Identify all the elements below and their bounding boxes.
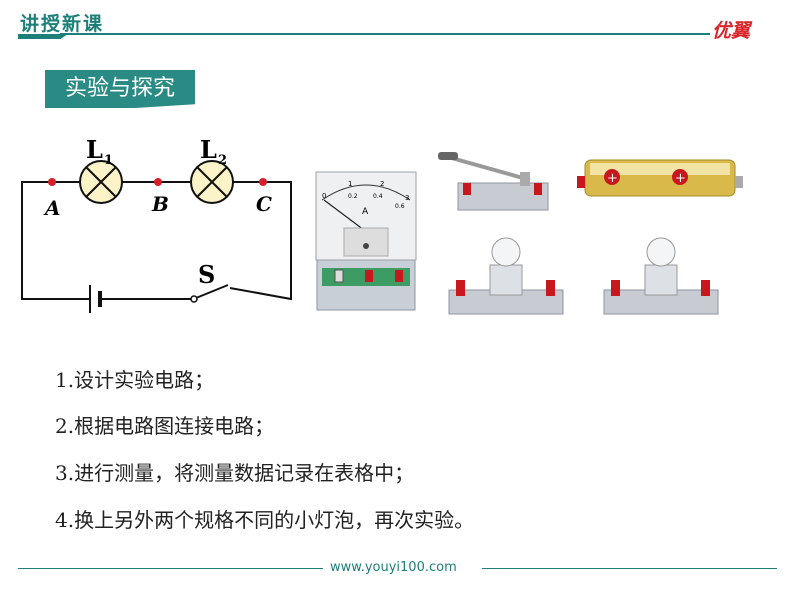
- knife-switch-icon: [438, 152, 549, 211]
- brand-logo: 优翼: [712, 20, 751, 42]
- svg-text:0.6: 0.6: [395, 203, 405, 210]
- svg-text:1: 1: [348, 180, 352, 188]
- svg-text:+: +: [607, 171, 618, 186]
- header-title: 讲授新课: [20, 13, 105, 35]
- svg-text:0.2: 0.2: [348, 193, 358, 200]
- bulb-l2-icon: [190, 160, 234, 204]
- footer-divider-right: [482, 568, 777, 569]
- switch-icon: [195, 284, 229, 299]
- svg-text:0: 0: [322, 192, 326, 200]
- svg-text:3: 3: [405, 194, 409, 202]
- label-a: A: [43, 196, 61, 220]
- step-4: 4.换上另外两个规格不同的小灯泡，再次实验。: [55, 508, 475, 532]
- svg-text:+: +: [675, 171, 686, 186]
- label-l2-sub: 2: [218, 153, 227, 168]
- svg-text:A: A: [362, 207, 369, 217]
- step-1: 1.设计实验电路；: [55, 368, 215, 392]
- bulb-l1-icon: [79, 160, 123, 204]
- svg-text:0.4: 0.4: [373, 193, 383, 200]
- footer-url[interactable]: www.youyi100.com: [330, 560, 457, 575]
- header-bar: [18, 34, 68, 39]
- step-2: 2.根据电路图连接电路；: [55, 414, 275, 438]
- node-b: [154, 178, 162, 186]
- svg-text:2: 2: [380, 180, 384, 188]
- label-l1-sub: 1: [104, 153, 113, 168]
- battery-holder-icon: + +: [577, 159, 743, 197]
- label-b: B: [151, 192, 169, 216]
- ammeter-icon: 0 1 2 3 0.2 0.4 0.6 A: [315, 171, 417, 311]
- step-3: 3.进行测量，将测量数据记录在表格中；: [55, 461, 415, 485]
- header-divider: [60, 33, 710, 35]
- label-l2: L: [200, 135, 217, 164]
- label-s: S: [198, 260, 215, 289]
- node-a: [48, 178, 56, 186]
- footer-divider-left: [18, 568, 323, 569]
- bulb-holder-icon: [448, 237, 564, 315]
- node-c: [259, 178, 267, 186]
- bulb-holder-icon: [603, 237, 719, 315]
- label-l1: L: [86, 135, 103, 164]
- section-title: 实验与探究: [45, 70, 195, 108]
- label-c: C: [256, 192, 272, 216]
